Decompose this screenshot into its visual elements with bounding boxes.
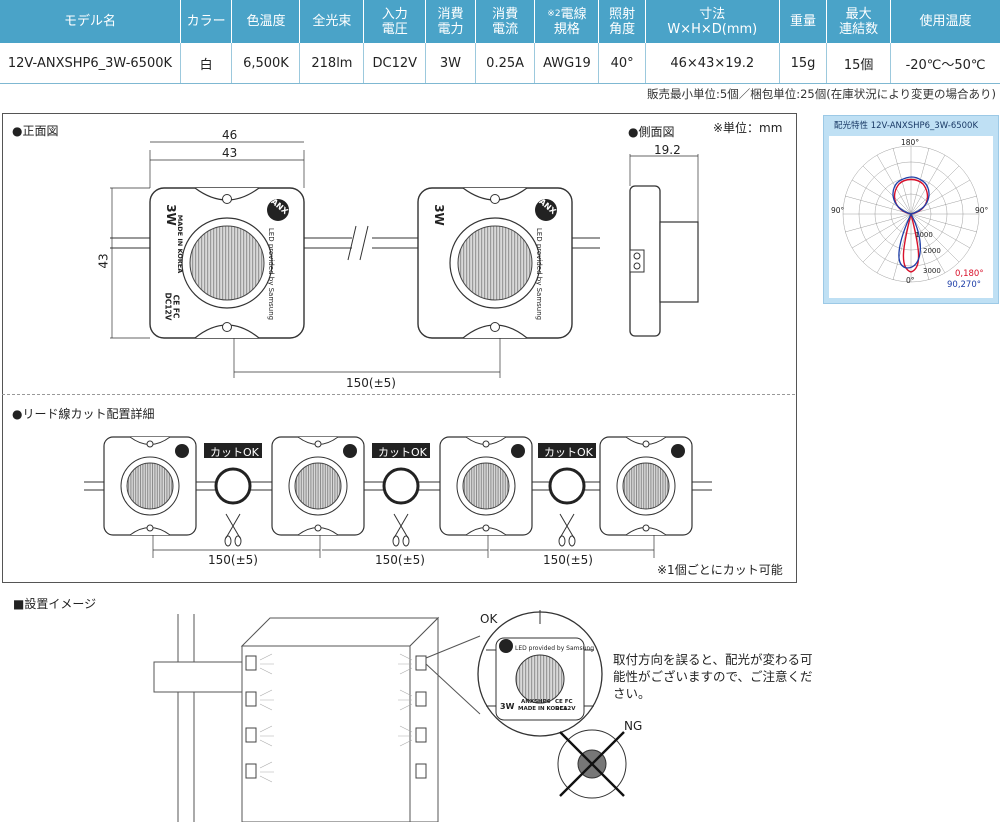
spec-data-cell: -20℃〜50℃ [890, 43, 1000, 84]
spec-data-cell: 40° [598, 43, 646, 84]
module-ce-text: CE FC [171, 294, 181, 319]
spec-data-cell: 6,500K [231, 43, 301, 84]
spec-header-cell: 重量 [779, 0, 828, 43]
polar-distribution-panel: 配光特性 12V-ANXSHP6_3W-6500K 180° 90° 90° 0… [823, 115, 999, 304]
ng-label: NG [624, 719, 643, 733]
install-module-dc: DC12V [555, 706, 576, 712]
front-view-title: ●正面図 [12, 124, 59, 138]
cut-ok-label-1: カットOK [210, 446, 259, 459]
spec-header-cell: 消費電力 [425, 0, 476, 43]
spec-data-cell: 12V-ANXSHP6_3W-6500K [0, 43, 181, 84]
install-module-samsung: LED provided by Samsung [515, 645, 595, 652]
install-module-power: 3W [500, 702, 515, 711]
spec-data-cell: 3W [425, 43, 476, 84]
cut-pitch-1: 150(±5) [208, 553, 258, 567]
polar-deg-bottom: 0° [906, 276, 915, 285]
polar-ring-1000: 1000 [915, 231, 933, 239]
spec-header-cell: カラー [180, 0, 233, 43]
spec-data-cell: 15g [779, 43, 828, 84]
spec-data-cell: 0.25A [475, 43, 536, 84]
polar-ring-3000: 3000 [923, 267, 941, 275]
install-title: ■設置イメージ [13, 597, 97, 611]
sales-unit-note: 販売最小単位:5個／梱包単位:25個(在庫状況により変更の場合あり) [647, 87, 996, 101]
install-warning: 取付方向を誤ると、配光が変わる可能性がございますので、ご注意ください。 [613, 652, 813, 701]
spec-header-cell: 全光束 [299, 0, 365, 43]
module-samsung-text: LED provided by Samsung [267, 227, 276, 321]
polar-legend-red: 0,180° [955, 269, 984, 279]
spec-data-cell: 15個 [826, 43, 892, 84]
polar-deg-left: 90° [831, 206, 845, 215]
dim-width-outer: 46 [222, 128, 238, 142]
spec-data-cell: 46×43×19.2 [645, 43, 780, 84]
spec-header-cell: 消費電流 [475, 0, 536, 43]
polar-title: 配光特性 12V-ANXSHP6_3W-6500K [834, 121, 979, 131]
install-module-made: MADE IN KOREA [518, 706, 568, 712]
install-module-model: ANXSHP6 [521, 699, 551, 705]
module-dc-text: DC12V [163, 292, 173, 321]
cut-pitch-3: 150(±5) [543, 553, 593, 567]
spec-data-cell: DC12V [363, 43, 427, 84]
spec-data-cell: AWG19 [534, 43, 600, 84]
unit-note: ※単位：mm [713, 121, 783, 135]
dim-pitch: 150(±5) [346, 376, 396, 390]
cut-note: ※1個ごとにカット可能 [657, 563, 783, 577]
polar-deg-right: 90° [975, 206, 989, 215]
spec-data-cell: 白 [180, 43, 233, 84]
install-module-ce: CE FC [555, 699, 573, 705]
lead-cut-title: ●リード線カット配置詳細 [12, 407, 155, 421]
cut-ok-label-3: カットOK [544, 446, 593, 459]
dim-depth: 19.2 [654, 143, 681, 157]
spec-header-cell: 色温度 [231, 0, 301, 43]
polar-deg-top: 180° [901, 138, 920, 147]
dim-height: 43 [96, 253, 111, 269]
front-view-drawing [84, 141, 712, 558]
spec-header-cell: 照射角度 [598, 0, 646, 43]
spec-data-cell: 218lm [299, 43, 365, 84]
module2-samsung-text: LED provided by Samsung [535, 227, 544, 321]
spec-header-cell: モデル名 [0, 0, 181, 43]
spec-header-cell: 使用温度 [890, 0, 1000, 43]
module2-power-label: 3W [431, 204, 446, 226]
ok-label: OK [480, 612, 498, 626]
spec-header-cell: ※2電線規格 [534, 0, 600, 43]
spec-header-cell: 最大連結数 [826, 0, 892, 43]
module-model-text: MADE IN KOREA [176, 214, 185, 274]
section-divider [2, 394, 795, 395]
wire-note-mark: ※2 [547, 8, 561, 19]
dim-width-inner: 43 [222, 146, 238, 160]
cut-pitch-2: 150(±5) [375, 553, 425, 567]
polar-ring-2000: 2000 [923, 247, 941, 255]
polar-legend-blue: 90,270° [947, 280, 981, 290]
polar-chart [842, 145, 980, 283]
install-illustration [153, 610, 627, 822]
side-view-title: ●側面図 [628, 125, 675, 139]
drawing-frame [2, 113, 797, 583]
spec-header-cell: 入力電圧 [363, 0, 427, 43]
cut-ok-label-2: カットOK [378, 446, 427, 459]
